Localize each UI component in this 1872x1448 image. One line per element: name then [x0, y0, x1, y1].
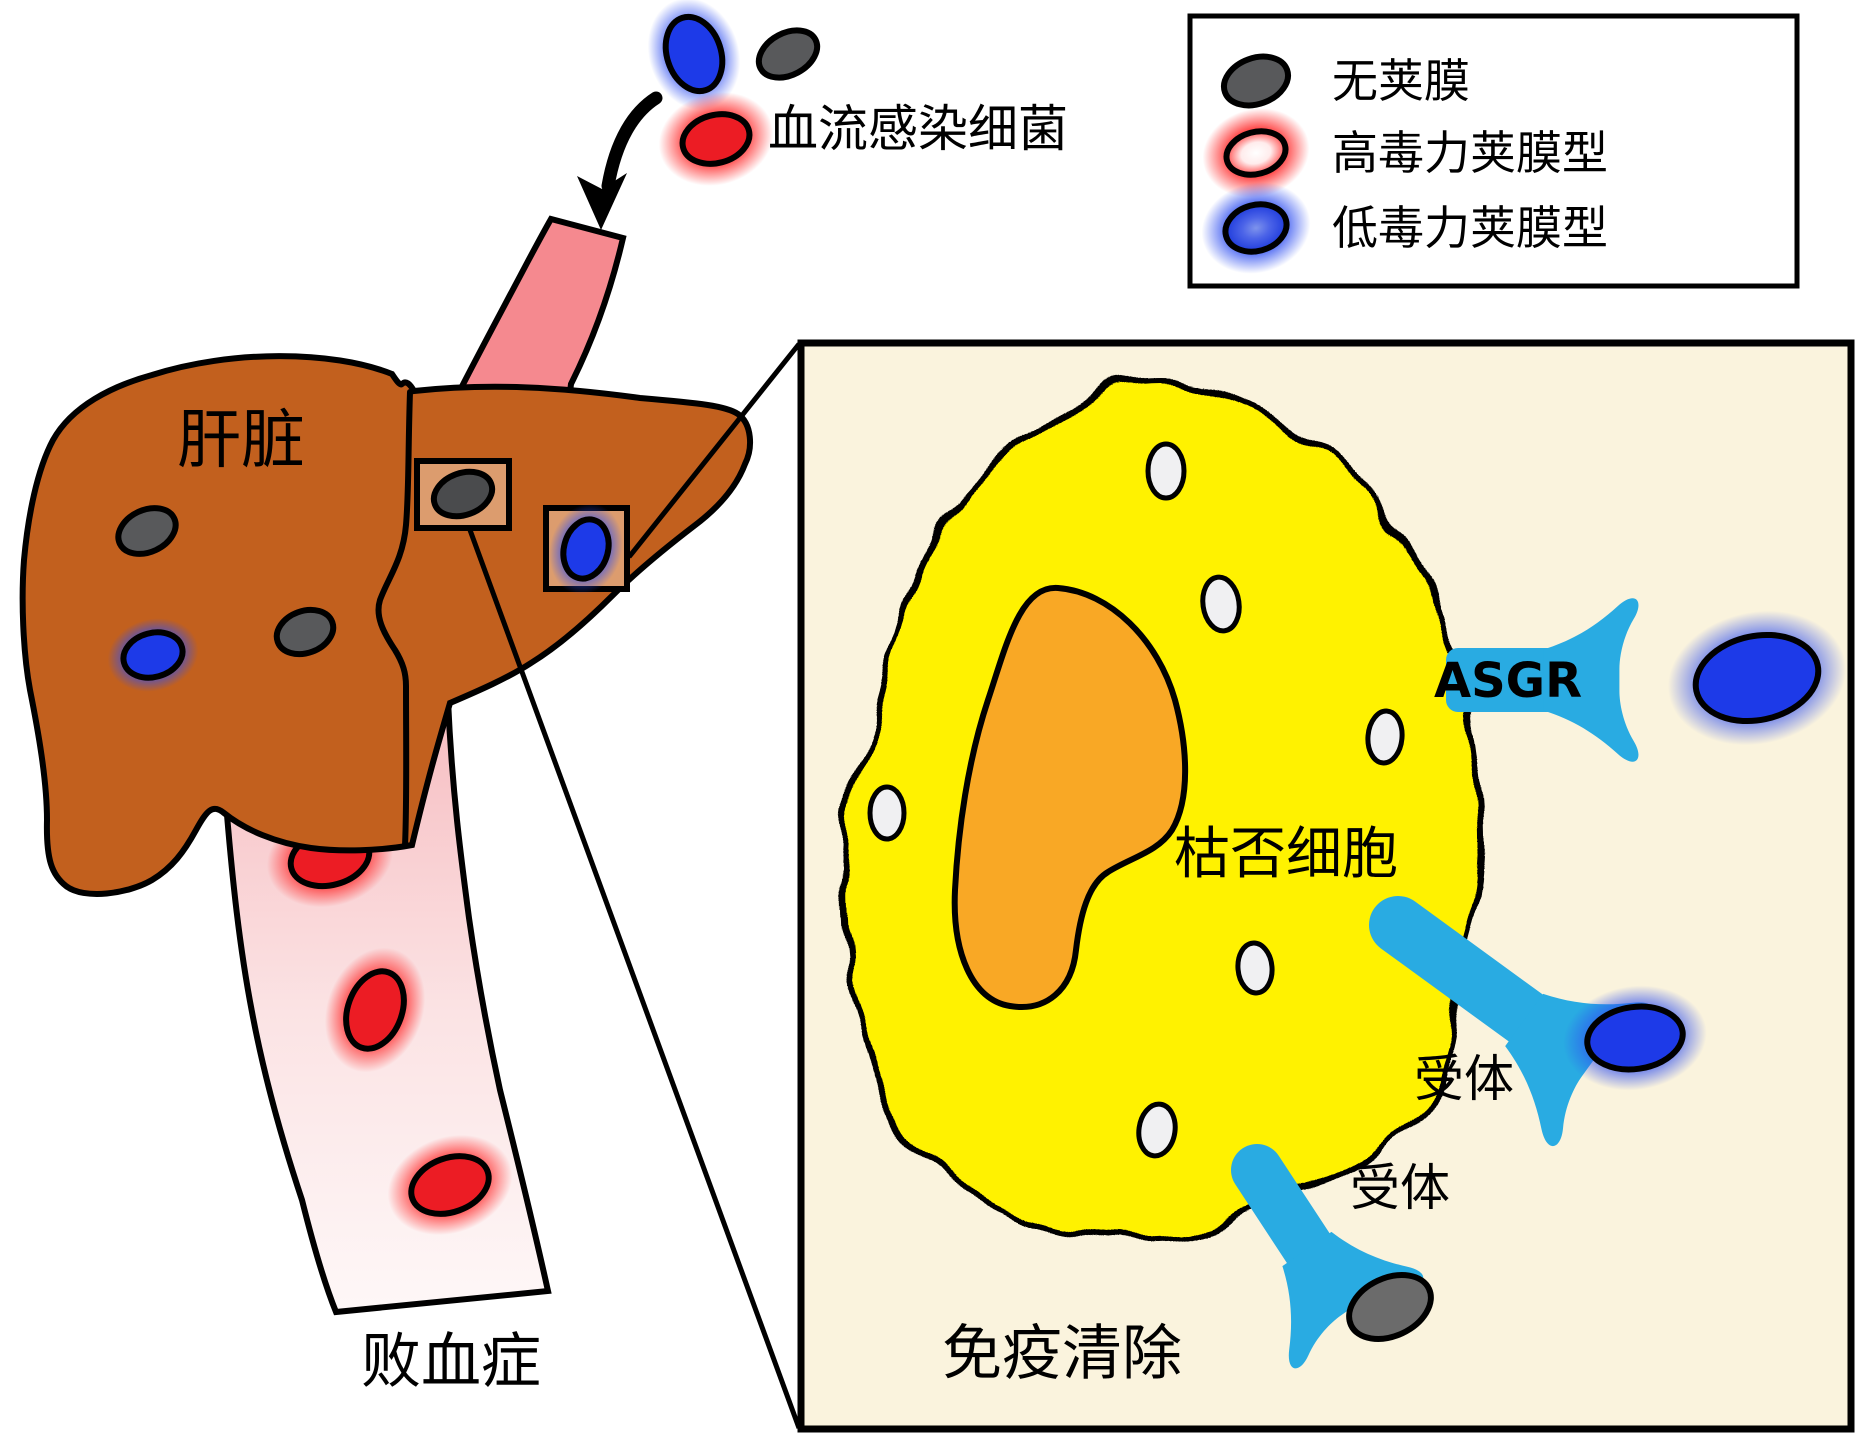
vessel-bacterium-red-2: [324, 947, 426, 1073]
connector-line-top: [627, 342, 801, 559]
sepsis-label: 败血症: [361, 1327, 541, 1397]
kupffer-cell-label: 枯否细胞: [1174, 822, 1398, 887]
receptor-2-bacterium-blue: [1563, 985, 1707, 1091]
legend-glyph-low-virulence: [1201, 182, 1311, 274]
liver-shape: [19, 353, 753, 897]
legend-label-no-capsule: 无荚膜: [1332, 54, 1470, 108]
vesicle: [1200, 574, 1242, 634]
receptor-label-2: 受体: [1350, 1159, 1450, 1217]
vessel-bacterium-red-3: [387, 1134, 513, 1236]
vesicle: [1235, 940, 1275, 996]
asgr-bacterium-blue: [1667, 610, 1847, 746]
bloodstream-bacterium-gray: [755, 27, 821, 81]
legend-label-low-virulence: 低毒力荚膜型: [1332, 201, 1608, 255]
liver-bacterium-gray-1: [115, 505, 179, 557]
liver-inset-square-1: [414, 458, 512, 531]
vesicle: [1136, 1101, 1178, 1159]
vesicle: [1365, 708, 1405, 766]
legend-glyph-no-capsule: [1221, 53, 1291, 109]
receptor-3: [1231, 1144, 1426, 1371]
asgr-label: ASGR: [1434, 653, 1582, 709]
receptor-2: [1369, 896, 1656, 1149]
cell-nucleus: [951, 584, 1189, 1010]
bloodstream-bacterium-red: [658, 92, 774, 186]
legend-label-high-virulence: 高毒力荚膜型: [1332, 126, 1608, 180]
liver-bacterium-gray-2: [273, 606, 337, 658]
vesicle: [867, 784, 907, 842]
receptor-label-1: 受体: [1414, 1050, 1514, 1108]
connector-line-bottom: [467, 529, 802, 1429]
legend-box: 无荚膜 高毒力荚膜型 低毒力荚膜型: [1187, 13, 1800, 289]
inset-panel: 枯否细胞 ASGR 受体 受体 免疫清除: [797, 339, 1855, 1433]
liver-bacterium-blue: [107, 618, 199, 692]
vesicle: [1145, 441, 1187, 501]
immune-clearance-label: 免疫清除: [942, 1319, 1182, 1389]
infection-arrow: [577, 91, 663, 230]
liver-fissure: [375, 389, 413, 849]
bloodstream-label: 血流感染细菌: [768, 100, 1068, 158]
legend-glyph-high-virulence: [1202, 108, 1310, 198]
asgr-receptor: ASGR: [1434, 598, 1639, 762]
bloodstream-bacterium-blue: [647, 0, 741, 110]
liver-label: 肝脏: [177, 404, 305, 478]
receptor-3-bacterium-gray: [1346, 1272, 1434, 1342]
liver-inset-square-2: [543, 503, 630, 595]
